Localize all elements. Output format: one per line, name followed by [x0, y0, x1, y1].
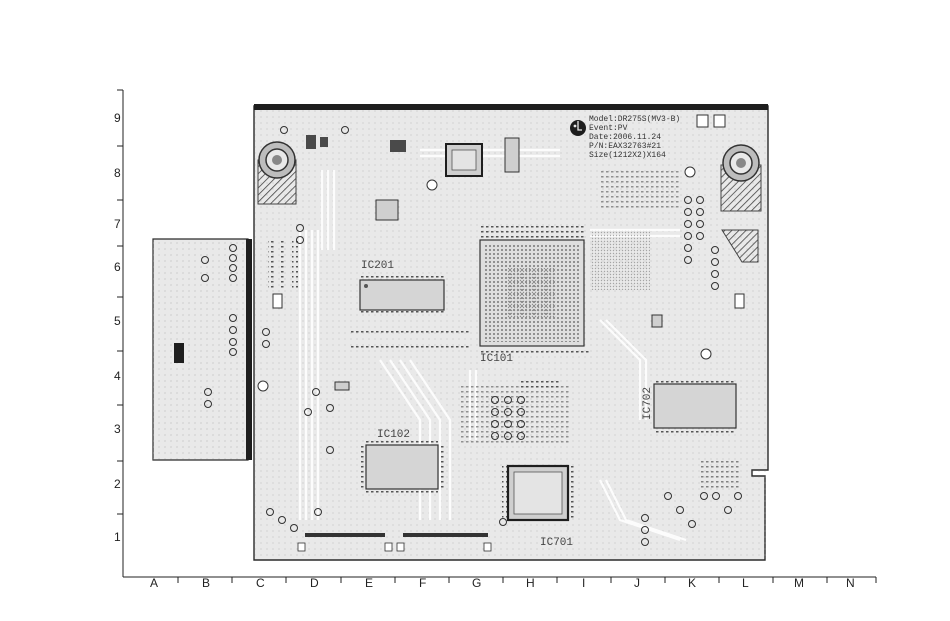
bottom-connector-right [403, 533, 488, 537]
ic201-label: IC201 [361, 260, 394, 272]
mounting-hole-left [258, 142, 296, 204]
ic101-bga-chip [480, 226, 584, 346]
pn-text: P/N:EAX32763#21 [589, 142, 661, 151]
row-label-7: 7 [114, 217, 121, 231]
row-label-3: 3 [114, 422, 121, 436]
pcb-board: Model:DR275S(MV3-B) Event:PV Date:2006.1… [153, 104, 768, 560]
top-qfp-chip [446, 144, 482, 176]
col-label-k: K [688, 576, 696, 590]
edge-connector-strip [246, 239, 252, 460]
col-label-m: M [794, 576, 804, 590]
black-pad [174, 343, 184, 363]
board-top-edge [254, 104, 768, 110]
ic702-chip [654, 378, 736, 434]
col-label-a: A [150, 576, 158, 590]
col-label-d: D [310, 576, 319, 590]
col-label-j: J [634, 576, 640, 590]
pad-square [273, 294, 282, 308]
col-label-g: G [472, 576, 481, 590]
pad-square [735, 294, 744, 308]
lg-logo-icon [570, 120, 586, 136]
row-label-6: 6 [114, 260, 121, 274]
row-label-8: 8 [114, 166, 121, 180]
col-label-i: I [582, 576, 585, 590]
model-text: Model:DR275S(MV3-B) [589, 115, 680, 124]
ic201-chip [360, 274, 444, 316]
ic702-label: IC702 [642, 387, 654, 420]
col-label-l: L [742, 576, 749, 590]
ic102-label: IC102 [377, 429, 410, 441]
ic102-chip [360, 439, 444, 495]
ic701-label: IC701 [540, 537, 573, 549]
row-label-2: 2 [114, 477, 121, 491]
bottom-connector-left [305, 533, 385, 537]
row-label-9: 9 [114, 111, 121, 125]
size-text: Size(1212X2)X164 [589, 151, 666, 160]
col-label-f: F [419, 576, 426, 590]
col-label-c: C [256, 576, 265, 590]
col-label-b: B [202, 576, 210, 590]
col-label-e: E [365, 576, 373, 590]
row-label-5: 5 [114, 314, 121, 328]
row-label-1: 1 [114, 530, 121, 544]
mounting-hole-right [721, 145, 761, 211]
row-label-4: 4 [114, 369, 121, 383]
event-text: Event:PV [589, 124, 628, 133]
date-text: Date:2006.11.24 [589, 133, 661, 142]
col-label-n: N [846, 576, 855, 590]
vertical-ticks [117, 90, 123, 514]
col-label-h: H [526, 576, 535, 590]
ic701-chip [502, 466, 574, 520]
